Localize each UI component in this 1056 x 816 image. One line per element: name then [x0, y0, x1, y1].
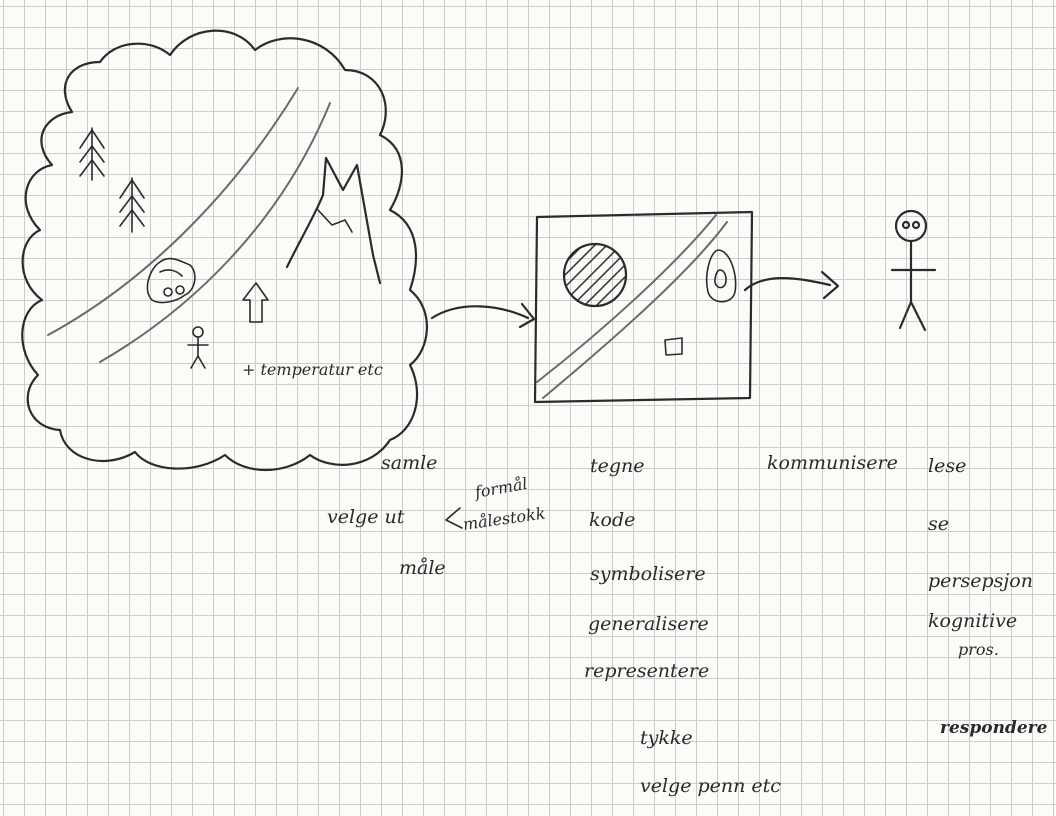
label-map-sub-1: velge penn etc [640, 775, 781, 797]
label-pros: pros. [958, 640, 999, 659]
world-cloud [21, 29, 428, 471]
label-map-sub-0: tykke [640, 727, 693, 749]
mountain-icon [285, 156, 382, 285]
label-kommunisere: kommunisere [767, 452, 898, 474]
map-mountain-symbol [705, 249, 737, 303]
road-line-outer [47, 87, 299, 336]
person-icon [187, 326, 209, 369]
map-user-icon [890, 209, 937, 332]
label-user-item-2: persepsjon [928, 570, 1033, 592]
label-map-item-3: generalisere [588, 613, 709, 635]
car-icon [146, 257, 196, 304]
label-male: måle [399, 557, 446, 579]
tree-icon [119, 177, 145, 233]
label-samle: samle [381, 452, 438, 474]
label-map-item-2: symbolisere [590, 563, 706, 585]
map-road-outer [536, 214, 717, 383]
map-road-inner [542, 221, 728, 399]
tree-icon [79, 127, 105, 181]
arrow-to-map [430, 305, 530, 320]
arrow-to-user [743, 277, 832, 292]
label-map-item-1: kode [589, 509, 636, 531]
label-velge-ut: velge ut [327, 506, 405, 528]
map-forest-symbol [562, 242, 628, 308]
house-icon [242, 282, 269, 323]
label-map-item-0: tegne [590, 455, 645, 477]
bracket-arrow [445, 507, 463, 529]
map-frame [533, 210, 754, 404]
road-line-inner [99, 102, 331, 363]
label-respondere: respondere [940, 718, 1048, 738]
landscape-label: + temperatur etc [242, 360, 383, 379]
map-house-symbol [664, 337, 683, 356]
label-map-item-4: representere [584, 660, 710, 682]
label-kognitive: kognitive [928, 610, 1018, 632]
label-user-item-1: se [928, 513, 949, 535]
label-user-item-0: lese [928, 455, 967, 477]
